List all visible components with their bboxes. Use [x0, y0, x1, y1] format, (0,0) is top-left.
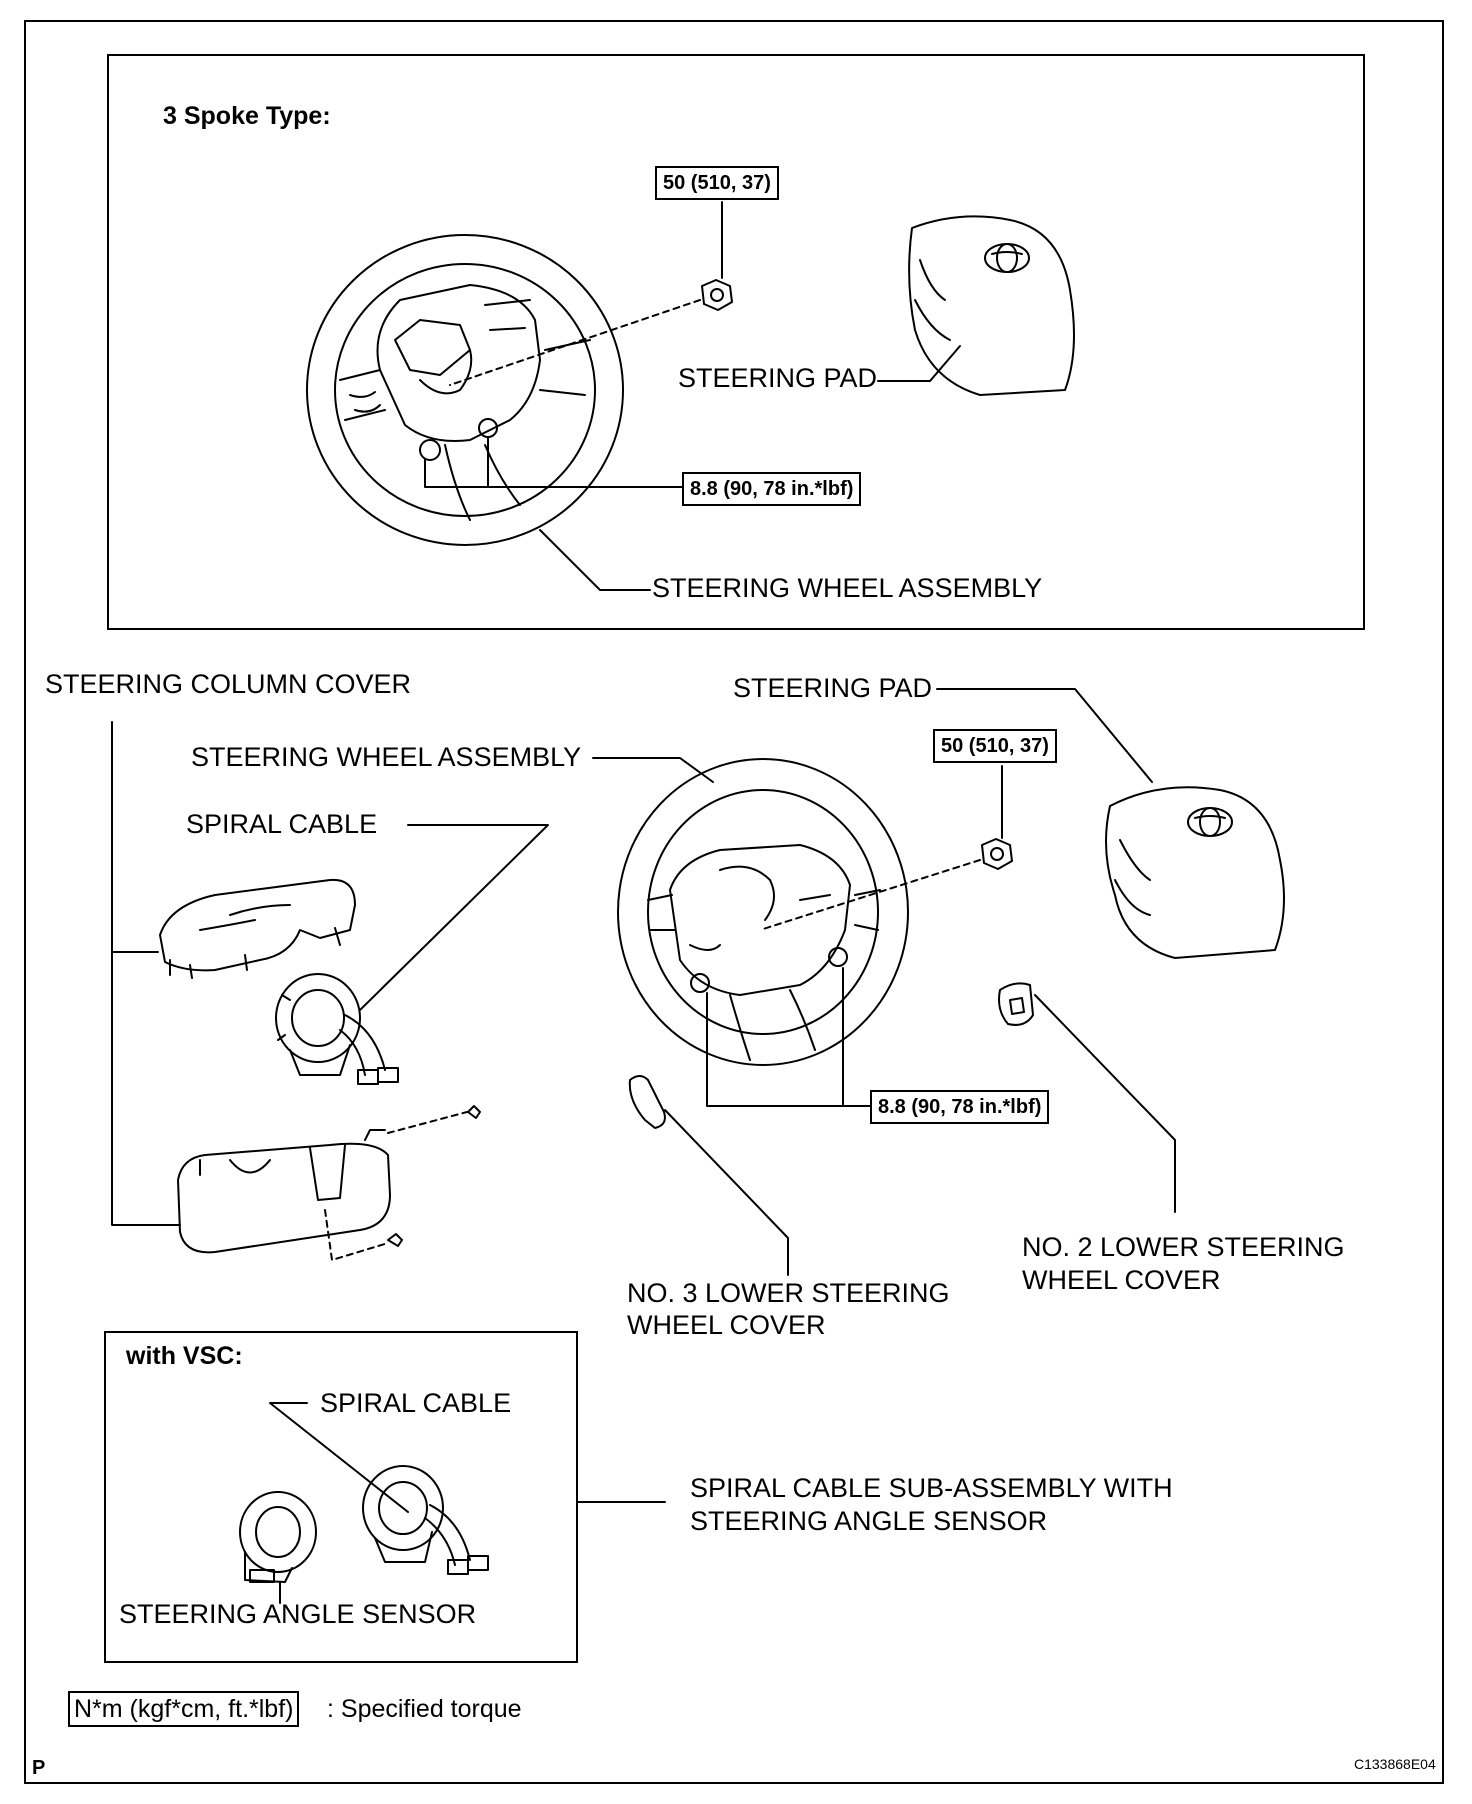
wheel-assembly-label-top: STEERING WHEEL ASSEMBLY	[652, 573, 1043, 603]
column-cover-label: STEERING COLUMN COVER	[45, 669, 412, 699]
steering-pad-label-main: STEERING PAD	[733, 673, 933, 703]
spiral-cable-vsc	[362, 1465, 489, 1575]
spiral-cable-main	[275, 973, 399, 1085]
upper-column-cover	[159, 878, 356, 979]
no2-cover-label-line1: NO. 2 LOWER STEERING	[1022, 1232, 1345, 1262]
steering-angle-sensor-part	[239, 1491, 317, 1583]
steering-pad-top	[908, 215, 1075, 396]
torque-unit-box: N*m (kgf*cm, ft.*lbf)	[68, 1691, 300, 1727]
nut-top	[701, 279, 733, 311]
steering-pad-label-top: STEERING PAD	[678, 363, 878, 393]
vsc-heading: with VSC:	[126, 1342, 243, 1370]
steering-wheel-3-spoke	[306, 234, 624, 546]
three-spoke-heading: 3 Spoke Type:	[163, 102, 331, 130]
bolt-torque-top: 8.8 (90, 78 in.*lbf)	[682, 472, 862, 506]
lower-column-cover	[177, 1129, 391, 1254]
angle-sensor-label: STEERING ANGLE SENSOR	[119, 1599, 477, 1629]
nut-main	[981, 838, 1013, 870]
no3-cover-label-line2: WHEEL COVER	[627, 1310, 826, 1340]
spiral-cable-label-vsc: SPIRAL CABLE	[320, 1388, 512, 1418]
wheel-assembly-label-main: STEERING WHEEL ASSEMBLY	[191, 742, 582, 772]
steering-pad-main	[1105, 786, 1285, 959]
sub-assembly-label-line1: SPIRAL CABLE SUB-ASSEMBLY WITH	[690, 1473, 1173, 1503]
bolt-torque-main: 8.8 (90, 78 in.*lbf)	[870, 1090, 1050, 1124]
no3-cover-label-line1: NO. 3 LOWER STEERING	[627, 1278, 950, 1308]
no2-cover-label-line2: WHEEL COVER	[1022, 1265, 1221, 1295]
nut-torque-top: 50 (510, 37)	[655, 166, 779, 200]
nut-torque-main: 50 (510, 37)	[933, 729, 1057, 763]
three-spoke-panel	[107, 54, 1365, 630]
spiral-cable-label-main: SPIRAL CABLE	[186, 809, 378, 839]
figure-code: C133868E04	[1354, 1756, 1436, 1772]
vsc-panel	[104, 1331, 578, 1663]
no2-lower-cover	[998, 982, 1034, 1026]
page-letter: P	[32, 1757, 46, 1779]
no3-lower-cover	[628, 1075, 666, 1129]
diagram-frame	[24, 20, 1444, 1784]
sub-assembly-label-line2: STEERING ANGLE SENSOR	[690, 1506, 1048, 1536]
steering-wheel-main	[617, 758, 909, 1066]
torque-unit-text: : Specified torque	[327, 1695, 522, 1723]
